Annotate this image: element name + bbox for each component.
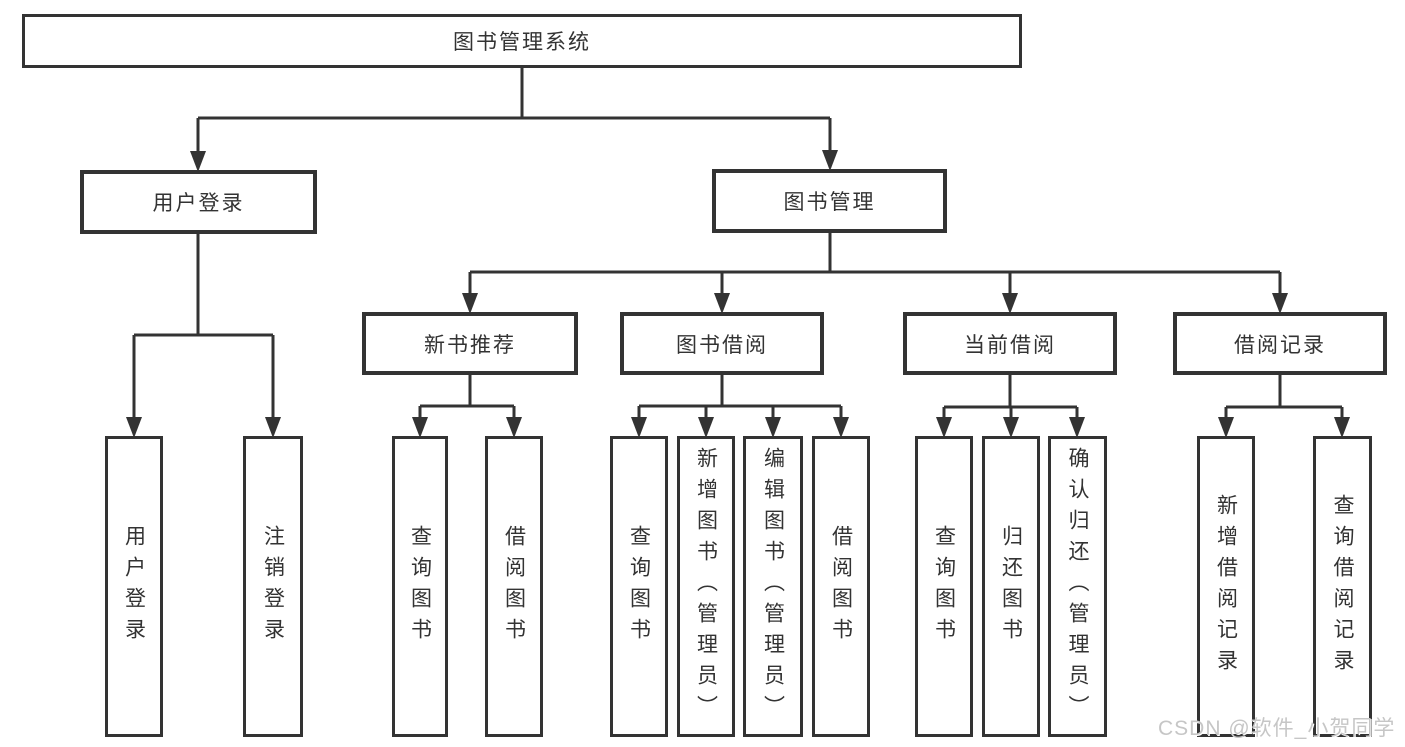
leaf-query-borrow-record: 查询借阅记录 — [1313, 436, 1372, 737]
node-book-management: 图书管理 — [712, 169, 947, 233]
leaf-add-borrow-record: 新增借阅记录 — [1197, 436, 1255, 737]
arrow-down-icon — [936, 417, 952, 438]
connector-borrowing-records-group — [1218, 375, 1350, 438]
arrow-down-icon — [1002, 293, 1018, 314]
arrow-down-icon — [412, 417, 428, 438]
arrow-down-icon — [462, 293, 478, 314]
leaf-query-books-borrowing: 查询图书 — [610, 436, 668, 737]
node-current-borrowing: 当前借阅 — [903, 312, 1117, 375]
node-user-login: 用户登录 — [80, 170, 317, 234]
leaf-add-book-admin: 新增图书（管理员） — [677, 436, 735, 737]
connector-current-borrowing-group — [936, 375, 1085, 438]
arrow-down-icon — [1003, 417, 1019, 438]
arrow-down-icon — [631, 417, 647, 438]
arrow-down-icon — [765, 417, 781, 438]
node-borrowing-records: 借阅记录 — [1173, 312, 1387, 375]
arrow-down-icon — [265, 417, 281, 438]
leaf-borrow-books-borrowing: 借阅图书 — [812, 436, 870, 737]
node-book-borrowing: 图书借阅 — [620, 312, 824, 375]
csdn-watermark: CSDN @软件_小贺同学 — [1158, 717, 1396, 740]
arrow-down-icon — [833, 417, 849, 438]
node-library-system: 图书管理系统 — [22, 14, 1022, 68]
leaf-query-books-recommend: 查询图书 — [392, 436, 448, 737]
leaf-confirm-return-admin: 确认归还（管理员） — [1048, 436, 1107, 737]
node-new-book-recommend: 新书推荐 — [362, 312, 578, 375]
arrow-down-icon — [1069, 417, 1085, 438]
arrow-down-icon — [1272, 293, 1288, 314]
leaf-user-login: 用户登录 — [105, 436, 163, 737]
arrow-down-icon — [506, 417, 522, 438]
arrow-down-icon — [1334, 417, 1350, 438]
leaf-borrow-books-recommend: 借阅图书 — [485, 436, 543, 737]
connector-root-to-level1 — [190, 67, 838, 172]
leaf-logout: 注销登录 — [243, 436, 303, 737]
connector-user-login-branch — [126, 234, 281, 438]
connector-new-book-recommend-group — [412, 375, 522, 438]
arrow-down-icon — [190, 151, 206, 172]
leaf-query-books-current: 查询图书 — [915, 436, 973, 737]
connector-book-management-branch — [462, 233, 1288, 314]
arrow-down-icon — [822, 150, 838, 171]
arrow-down-icon — [1218, 417, 1234, 438]
arrow-down-icon — [698, 417, 714, 438]
arrow-down-icon — [126, 417, 142, 438]
arrow-down-icon — [714, 293, 730, 314]
leaf-edit-book-admin: 编辑图书（管理员） — [743, 436, 803, 737]
leaf-return-book: 归还图书 — [982, 436, 1040, 737]
connector-book-borrowing-group — [631, 375, 849, 438]
